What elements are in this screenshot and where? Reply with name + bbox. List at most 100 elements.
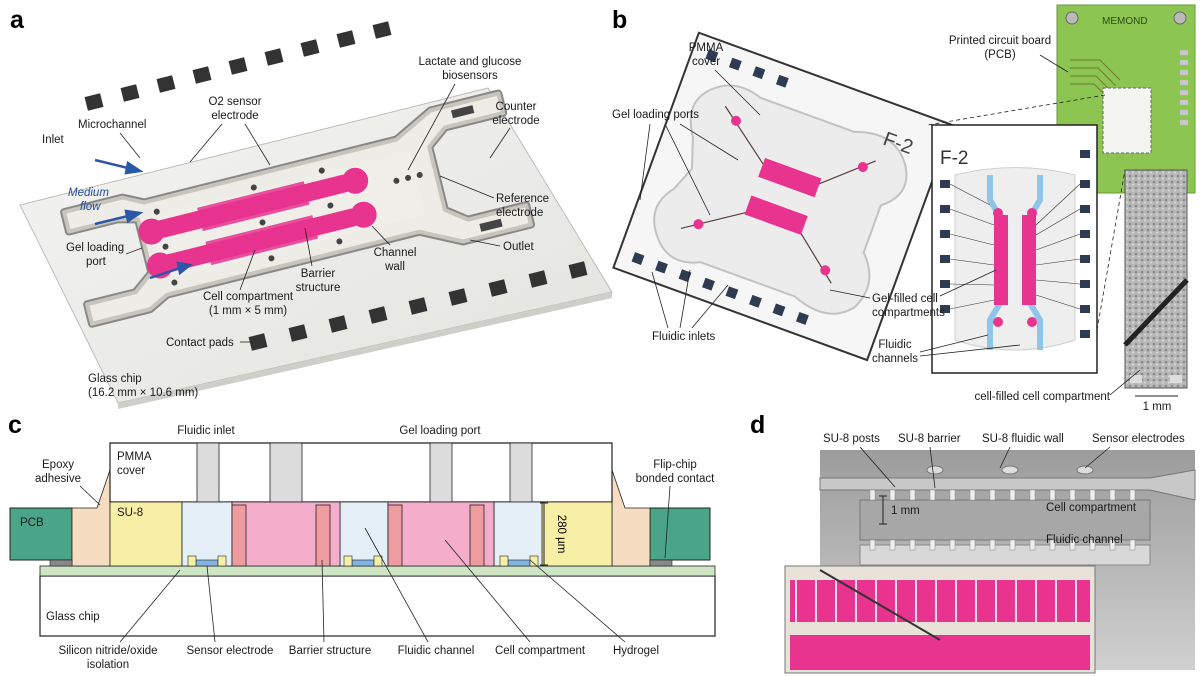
gel-port-leader <box>125 247 143 255</box>
port-label: port <box>86 256 107 268</box>
flow-label: flow <box>80 201 101 213</box>
cell-compartment-label-a: Cell compartment <box>203 291 294 303</box>
gel-port-label: Gel loading port <box>399 425 481 437</box>
fluidic-channels-c <box>181 501 543 567</box>
contact-pads-bottom <box>248 261 588 351</box>
pmma-cover-shape <box>653 84 908 315</box>
silicon-leader <box>119 569 181 643</box>
pcb-right <box>649 507 711 561</box>
scale-label-b: 1 mm <box>1143 401 1172 413</box>
barrier-leader <box>304 227 313 267</box>
outlet-label: Outlet <box>503 241 534 253</box>
glass-chip-label-c: Glass chip <box>46 611 100 623</box>
isolation-label: isolation <box>87 659 129 671</box>
glass-chip-base <box>39 575 716 637</box>
inlet-label: Inlet <box>42 134 65 146</box>
sensor-label-c: Sensor electrode <box>187 645 274 657</box>
fluidic-inlet-label: Fluidic inlet <box>177 425 235 437</box>
pmma-holes <box>196 442 533 503</box>
barrier-leader-d <box>929 446 936 489</box>
f2-label: F-2 <box>940 148 969 169</box>
biosensors-label: biosensors <box>442 70 498 82</box>
f2-schematic: F-2 <box>931 124 1098 374</box>
lactate-label: Lactate and glucose <box>419 56 522 68</box>
memono-text: MEMOND <box>1102 16 1148 27</box>
scale-label-d: 1 mm <box>891 505 920 517</box>
su8-posts-label: SU-8 posts <box>823 433 880 445</box>
o2-sensor-label: O2 sensor <box>208 96 261 108</box>
cell-compartment-leader <box>239 249 256 291</box>
reference-leader <box>439 175 495 199</box>
wall-leader-d <box>999 446 1011 469</box>
contact-pads-label: Contact pads <box>166 337 234 349</box>
epoxy-label: Epoxy <box>42 459 74 471</box>
cell-filled-label: cell-filled cell compartment <box>975 391 1111 403</box>
glass-chip-label: Glass chip <box>88 373 142 385</box>
su8-barrier-label: SU-8 barrier <box>898 433 961 445</box>
wall-label: wall <box>384 261 405 273</box>
o2-electrode-label: electrode <box>211 110 258 122</box>
pcb-left <box>9 507 73 561</box>
sensors-leader-d <box>1084 446 1111 469</box>
hydrogel-leader <box>529 559 626 643</box>
height-dimension <box>540 502 548 566</box>
pmma-label-b: PMMA <box>689 42 724 54</box>
channel-label: Channel <box>374 247 417 259</box>
fluorescence-image <box>784 565 1096 674</box>
barrier-label-c: Barrier structure <box>289 645 371 657</box>
cover-label-c: cover <box>117 465 145 477</box>
reference-label: Reference <box>496 193 549 205</box>
sensor-electrodes-c <box>187 555 539 567</box>
fluidic-inlets-label: Fluidic inlets <box>652 331 716 343</box>
electrodes <box>153 105 503 286</box>
wall-leader <box>371 225 391 246</box>
cell-filled-leader <box>1109 369 1141 396</box>
height-label: 280 µm <box>555 515 567 554</box>
chip-size-label: (16.2 mm × 10.6 mm) <box>88 387 198 399</box>
gel-filled-leader <box>829 269 997 299</box>
fluidic-channel-label-c: Fluidic channel <box>398 645 475 657</box>
pmma-cover <box>109 442 613 503</box>
sensor-leader-c <box>206 565 216 643</box>
flip-chip-leader <box>664 485 671 559</box>
channels-label-b: channels <box>872 353 918 365</box>
sem-structures <box>819 465 1196 566</box>
posts-leader <box>859 446 896 488</box>
panel-label-b: b <box>612 6 627 34</box>
fluidic-label-b: Fluidic <box>878 339 911 351</box>
panel-a: a <box>10 6 613 409</box>
fluidic-inlets-leader <box>651 269 729 329</box>
barrier-leader-c <box>321 559 325 643</box>
compartments-label: compartments <box>872 307 945 319</box>
microchannel-label: Microchannel <box>78 119 146 131</box>
cover-label-b: cover <box>692 56 720 68</box>
pmma-label-c: PMMA <box>117 451 152 463</box>
scale-bar-d <box>879 495 887 525</box>
silicon-label: Silicon nitride/oxide <box>58 645 157 657</box>
panel-label-d: d <box>750 411 765 439</box>
flip-chip-label: Flip-chip <box>653 459 696 471</box>
counter-leader <box>489 127 511 159</box>
pcb-zoom-line <box>927 94 1106 126</box>
outlet-leader <box>469 239 501 247</box>
reference-electrode-label: electrode <box>496 207 543 219</box>
panel-label-a: a <box>10 6 25 34</box>
cell-micrograph <box>1123 169 1189 389</box>
su8-wall-label: SU-8 fluidic wall <box>982 433 1064 445</box>
o2-leader <box>189 123 271 166</box>
chip-photo: F-2 <box>612 31 954 362</box>
barrier-structures-c <box>231 504 485 567</box>
panel-d: d <box>750 411 1196 674</box>
counter-electrode-label: electrode <box>492 115 539 127</box>
cell-compartment-upper <box>138 167 369 245</box>
contact-pads-top <box>84 21 392 111</box>
medium-label: Medium <box>68 187 109 199</box>
fluidic-leader-b <box>919 334 1021 357</box>
panel-b: b F-2 <box>612 4 1196 413</box>
panel-c: c <box>8 411 716 671</box>
gel-filled-label: Gel-filled cell <box>872 293 938 305</box>
pcb-label: Printed circuit board <box>949 35 1051 47</box>
flip-chip-contacts <box>49 559 673 567</box>
counter-label: Counter <box>496 101 537 113</box>
sensor-electrodes-label-d: Sensor electrodes <box>1092 433 1185 445</box>
